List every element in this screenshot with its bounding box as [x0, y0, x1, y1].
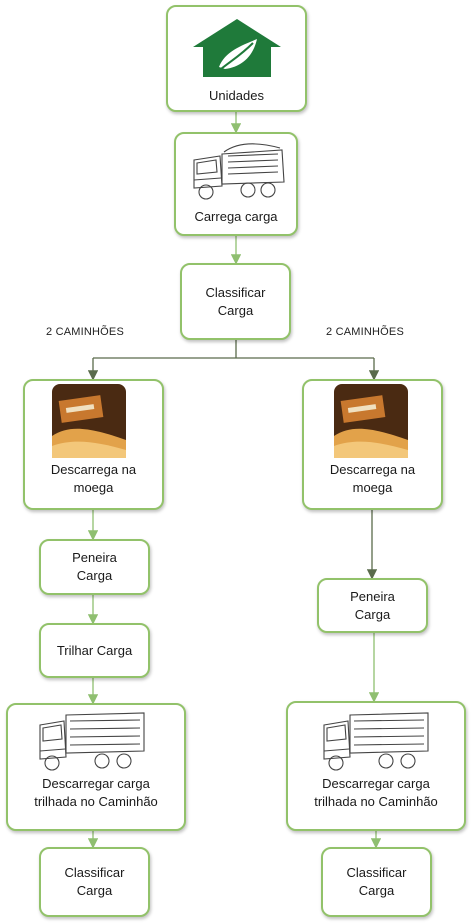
dump-truck-sketch-icon — [193, 143, 285, 200]
node-peneira-carga-right: Peneira Carga — [317, 578, 428, 633]
node-trilhar-carga-left: Trilhar Carga — [39, 623, 150, 678]
node-classificar-top-label: Classificar Carga — [205, 284, 266, 318]
node-descarrega-left-label: Descarrega na moega — [50, 462, 137, 495]
node-descarregar-carga-left: Descarregar carga trilhada no Caminhão — [6, 703, 186, 831]
edge-split — [93, 340, 374, 359]
branch-label-right: 2 CAMINHÕES — [326, 326, 404, 338]
node-carrega-carga: Carrega carga — [174, 132, 298, 236]
dump-truck-sketch-icon — [39, 712, 145, 771]
dump-truck-sketch-icon — [323, 712, 429, 771]
node-descarregar-carga-right: Descarregar carga trilhada no Caminhão — [286, 701, 466, 831]
house-leaf-logo-icon — [193, 19, 281, 77]
node-peneira-carga-left: Peneira Carga — [39, 539, 150, 595]
node-descarrega-moega-left: Descarrega na moega — [23, 379, 164, 510]
node-descarregar-right-label: Descarregar carga trilhada no Caminhão — [314, 776, 438, 809]
node-peneira-left-label: Peneira Carga — [72, 550, 117, 583]
grain-hopper-photo-icon — [52, 384, 126, 458]
node-descarrega-right-label: Descarrega na moega — [329, 462, 416, 495]
node-carrega-label: Carrega carga — [194, 209, 278, 224]
node-classificar-carga-right: Classificar Carga — [321, 847, 432, 917]
node-classificar-carga-top: Classificar Carga — [180, 263, 291, 340]
node-descarrega-moega-right: Descarrega na moega — [302, 379, 443, 510]
node-trilhar-left-label: Trilhar Carga — [56, 642, 133, 658]
grain-hopper-photo-icon — [334, 384, 408, 458]
node-classificar-right-label: Classificar Carga — [346, 865, 407, 898]
node-unidades: Unidades — [166, 5, 307, 112]
node-descarregar-left-label: Descarregar carga trilhada no Caminhão — [34, 776, 158, 809]
node-classificar-left-label: Classificar Carga — [64, 865, 125, 898]
branch-label-left: 2 CAMINHÕES — [46, 326, 124, 338]
node-unidades-label: Unidades — [209, 88, 264, 103]
node-classificar-carga-left: Classificar Carga — [39, 847, 150, 917]
node-peneira-right-label: Peneira Carga — [350, 588, 395, 622]
